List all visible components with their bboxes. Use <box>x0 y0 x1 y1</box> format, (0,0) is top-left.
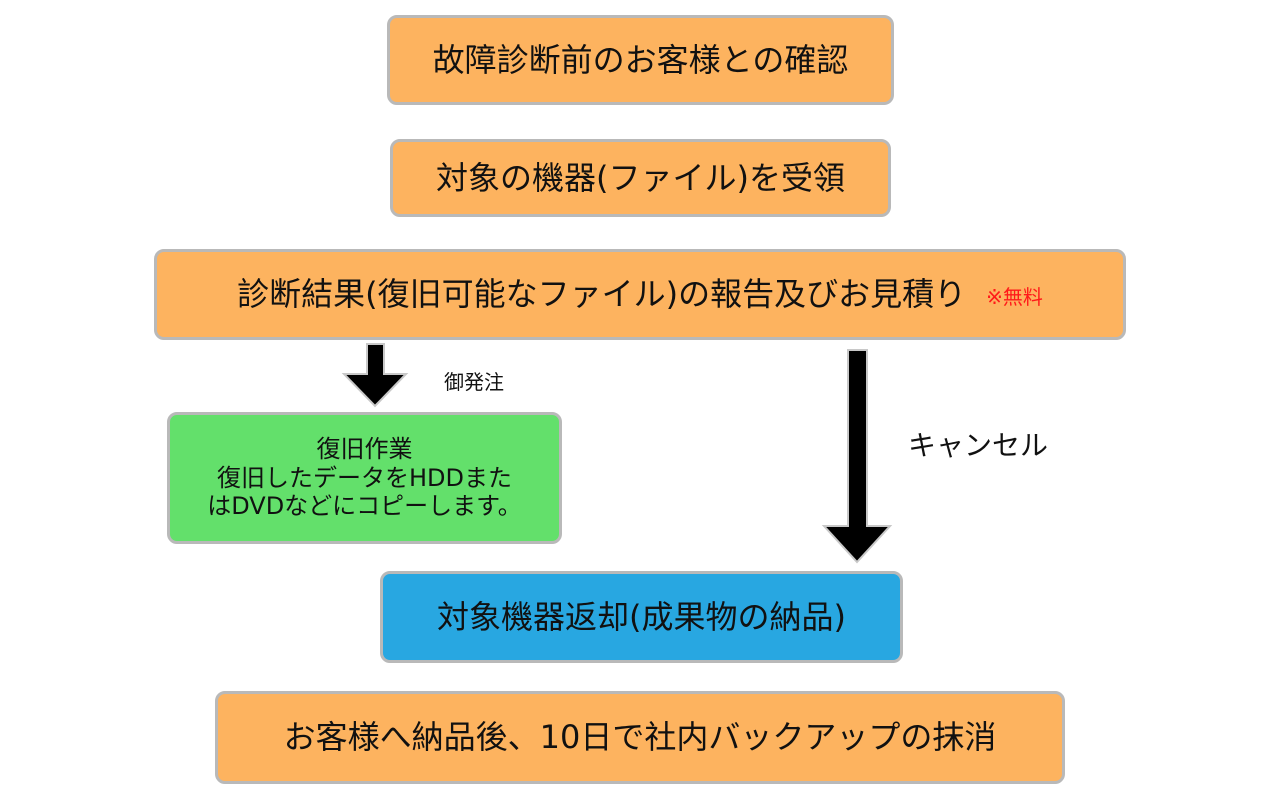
step-receive-box: 対象の機器(ファイル)を受領 <box>390 139 891 217</box>
cancel-label: キャンセル <box>908 429 1049 462</box>
free-note: ※無料 <box>986 284 1043 309</box>
step-receive-text: 対象の機器(ファイル)を受領 <box>436 158 845 197</box>
order-label: 御発注 <box>444 370 504 394</box>
step-report-box: 診断結果(復旧可能なファイル)の報告及びお見積り ※無料 <box>154 249 1126 340</box>
step-recovery-box: 復旧作業 復旧したデータをHDDまた はDVDなどにコピーします。 <box>167 412 562 544</box>
cancel-arrow-icon <box>821 349 893 564</box>
step-confirm-box: 故障診断前のお客様との確認 <box>387 15 894 105</box>
recovery-title: 復旧作業 <box>316 434 413 463</box>
recovery-description-line-1: 復旧したデータをHDDまた <box>216 463 512 492</box>
order-arrow-icon <box>341 343 409 408</box>
step-return-box: 対象機器返却(成果物の納品) <box>380 571 903 663</box>
step-delete-text: お客様へ納品後、10日で社内バックアップの抹消 <box>283 718 997 757</box>
step-report-text: 診断結果(復旧可能なファイル)の報告及びお見積り <box>237 275 967 314</box>
step-delete-box: お客様へ納品後、10日で社内バックアップの抹消 <box>215 691 1065 784</box>
step-confirm-text: 故障診断前のお客様との確認 <box>432 40 849 79</box>
step-return-text: 対象機器返却(成果物の納品) <box>437 597 846 636</box>
recovery-description-line-2: はDVDなどにコピーします。 <box>207 492 522 521</box>
